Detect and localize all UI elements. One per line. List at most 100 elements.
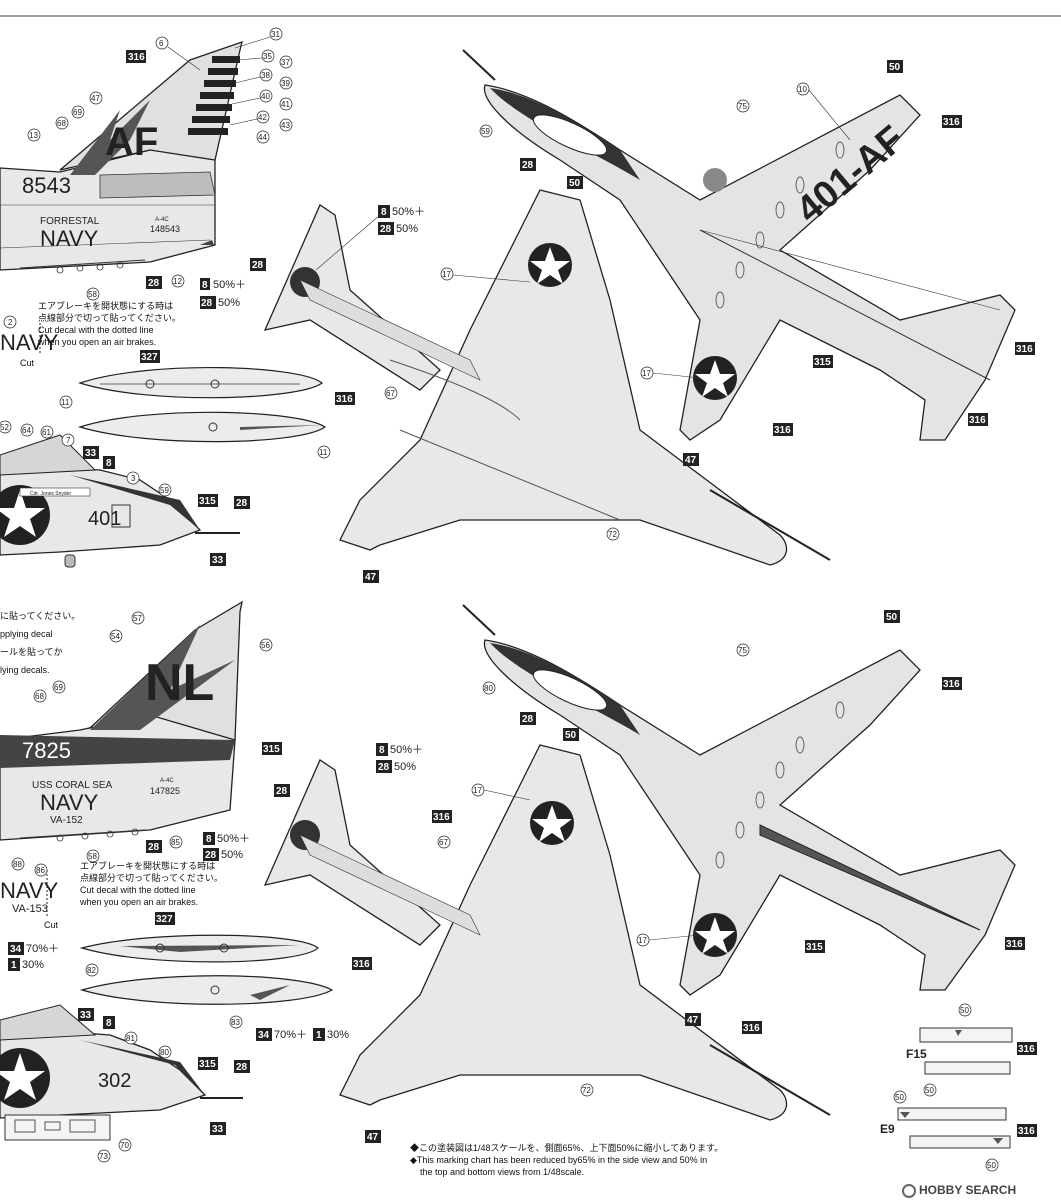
nose-number-2: 302 <box>98 1070 131 1092</box>
callout-17-a: 17 <box>440 267 454 281</box>
ref-box-8-f: 8 <box>376 743 388 756</box>
svg-text:47: 47 <box>367 1132 379 1143</box>
drop-tanks-2 <box>79 934 334 1005</box>
svg-text:11: 11 <box>61 398 70 407</box>
ref-box-50-a: 50 <box>567 176 583 189</box>
svg-text:40: 40 <box>261 92 270 101</box>
ref-box-316-e: 316 <box>968 413 988 426</box>
svg-text:28: 28 <box>276 786 288 797</box>
callout-50-d: 50 <box>985 1158 999 1172</box>
ref-box-315-d: 315 <box>198 1057 218 1070</box>
ref-box-33-c: 33 <box>78 1008 94 1021</box>
tail-number-2: 7825 <box>22 738 71 763</box>
stencil-f15 <box>919 1027 1013 1075</box>
ref-box-8-e: 8 <box>103 1016 115 1029</box>
callout-57: 57 <box>131 611 145 625</box>
callout-86: 86 <box>34 863 48 877</box>
svg-text:68: 68 <box>35 692 44 701</box>
callout-37: 37 <box>279 55 293 69</box>
callout-17-d: 17 <box>636 933 650 947</box>
svg-text:315: 315 <box>806 942 823 953</box>
partial-notes: に貼ってください。 pplying decal ールを貼ってか lying de… <box>0 611 81 675</box>
ref-box-316-f: 316 <box>773 423 793 436</box>
svg-text:43: 43 <box>281 121 290 130</box>
svg-text:8: 8 <box>106 1018 112 1029</box>
ref-box-50-b: 50 <box>887 60 903 73</box>
ref-box-316-a: 316 <box>126 50 146 63</box>
svg-text:8: 8 <box>106 458 112 469</box>
svg-text:316: 316 <box>969 415 986 426</box>
svg-text:17: 17 <box>442 270 451 279</box>
svg-text:59: 59 <box>481 127 490 136</box>
svg-text:58: 58 <box>88 290 97 299</box>
ref-box-316-i: 316 <box>942 677 962 690</box>
cut-navy-1: NAVY <box>0 330 59 355</box>
pct-34-b: 70%＋ <box>274 1029 307 1041</box>
bottom-view-aircraft-2 <box>263 744 831 1121</box>
svg-text:1: 1 <box>11 960 17 971</box>
svg-text:64: 64 <box>22 426 31 435</box>
callout-47: 47 <box>89 91 103 105</box>
ship-name-1: FORRESTAL <box>40 216 100 227</box>
ref-box-316-h: 316 <box>432 810 452 823</box>
svg-text:34: 34 <box>258 1030 270 1041</box>
pct-34-a: 70%＋ <box>26 943 59 955</box>
svg-text:56: 56 <box>261 641 270 650</box>
pct-8-mid: 50%＋ <box>392 206 425 218</box>
svg-text:17: 17 <box>638 936 647 945</box>
svg-text:315: 315 <box>814 357 831 368</box>
ref-box-28-b: 28 <box>200 296 216 309</box>
watermark: HOBBY SEARCH <box>902 1184 1016 1198</box>
svg-text:83: 83 <box>231 1018 240 1027</box>
ref-box-316-g: 316 <box>352 957 372 970</box>
type-label-1: A-4C <box>155 217 169 223</box>
svg-text:61: 61 <box>42 428 51 437</box>
ref-box-316-j: 316 <box>1005 937 1025 950</box>
svg-text:37: 37 <box>281 58 290 67</box>
callout-73: 73 <box>97 1149 111 1163</box>
svg-text:81: 81 <box>126 1034 135 1043</box>
ship-name-2: USS CORAL SEA <box>32 780 113 791</box>
ref-box-315-e: 315 <box>805 940 825 953</box>
svg-text:50: 50 <box>889 62 901 73</box>
ref-box-28-i: 28 <box>234 1060 250 1073</box>
callout-17-c: 17 <box>471 783 485 797</box>
svg-text:8: 8 <box>381 207 387 218</box>
type-label-2: A-4C <box>160 778 174 784</box>
callout-72-a: 72 <box>606 527 620 541</box>
svg-text:316: 316 <box>1016 344 1033 355</box>
ref-box-316-b: 316 <box>335 392 355 405</box>
ref-box-316-c: 316 <box>942 115 962 128</box>
tail-number-1: 8543 <box>22 173 71 198</box>
svg-text:315: 315 <box>263 744 280 755</box>
ref-box-47-a: 47 <box>683 453 699 466</box>
svg-text:47: 47 <box>91 94 100 103</box>
svg-text:28: 28 <box>236 498 248 509</box>
callout-6: 6 <box>155 36 169 50</box>
ref-box-33-b: 33 <box>210 553 226 566</box>
callout-2: 2 <box>3 315 17 329</box>
svg-text:50: 50 <box>895 1093 904 1102</box>
callout-52: 52 <box>0 420 12 434</box>
svg-text:57: 57 <box>133 614 142 623</box>
svg-text:35: 35 <box>263 52 272 61</box>
svg-text:6: 6 <box>159 39 164 48</box>
svg-text:72: 72 <box>582 1086 591 1095</box>
ref-box-28-k: 28 <box>274 784 290 797</box>
navy-text-1: NAVY <box>40 226 99 251</box>
svg-text:50: 50 <box>987 1161 996 1170</box>
nose-view-2: 302 <box>0 1004 243 1141</box>
callout-67-a: 67 <box>384 386 398 400</box>
ref-box-47-b: 47 <box>363 570 379 583</box>
svg-text:70: 70 <box>120 1141 129 1150</box>
ref-box-315-a: 315 <box>198 494 218 507</box>
top-view-aircraft-2 <box>462 604 1016 996</box>
svg-text:50: 50 <box>569 178 581 189</box>
svg-text:315: 315 <box>199 496 216 507</box>
ref-box-327-b: 327 <box>155 912 175 925</box>
callout-31: 31 <box>269 27 283 41</box>
callout-80-a: 80 <box>158 1045 172 1059</box>
ref-box-47-c: 47 <box>685 1013 701 1026</box>
ref-box-28-j: 28 <box>376 760 392 773</box>
svg-text:33: 33 <box>85 448 97 459</box>
